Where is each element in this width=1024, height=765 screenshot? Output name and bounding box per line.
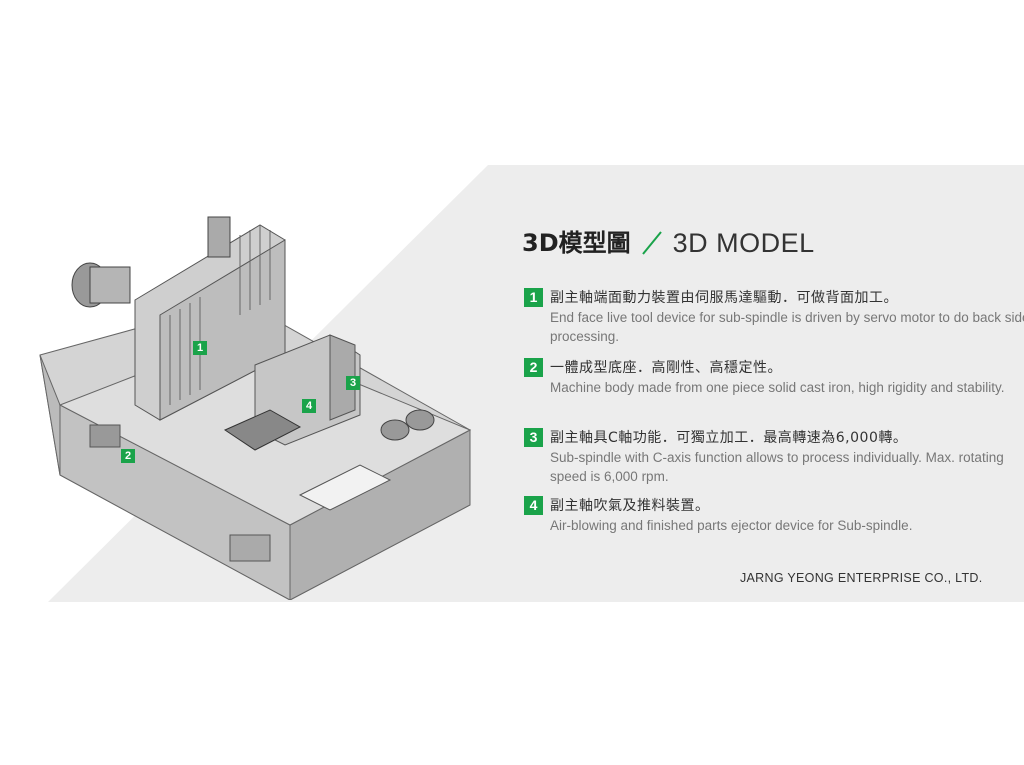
feature-zh: 副主軸吹氣及推料裝置。 xyxy=(550,498,710,514)
callout-1: 1 xyxy=(193,341,207,355)
callout-3: 3 xyxy=(346,376,360,390)
feature-en: Machine body made from one piece solid c… xyxy=(550,380,1005,395)
machine-3d-illustration xyxy=(39,216,472,600)
feature-number: 1 xyxy=(524,288,543,307)
slash-icon xyxy=(641,231,662,255)
callout-4: 4 xyxy=(302,399,316,413)
feature-item-1: 1 副主軸端面動力裝置由伺服馬達驅動．可做背面加工。 End face live… xyxy=(524,288,1024,346)
title-en: 3D MODEL xyxy=(672,228,815,258)
feature-zh: 副主軸端面動力裝置由伺服馬達驅動．可做背面加工。 xyxy=(550,290,898,306)
feature-number: 3 xyxy=(524,428,543,447)
callout-2: 2 xyxy=(121,449,135,463)
feature-item-2: 2 一體成型底座．高剛性、高穩定性。 Machine body made fro… xyxy=(524,358,1024,397)
feature-zh: 副主軸具C軸功能．可獨立加工．最高轉速為6,000轉。 xyxy=(550,430,908,446)
company-name: JARNG YEONG ENTERPRISE CO., LTD. xyxy=(740,571,983,585)
feature-en: Air-blowing and finished parts ejector d… xyxy=(550,518,913,533)
feature-item-4: 4 副主軸吹氣及推料裝置。 Air-blowing and finished p… xyxy=(524,496,1024,535)
feature-en: End face live tool device for sub-spindl… xyxy=(550,310,1024,344)
section-title: 3D模型圖 3D MODEL xyxy=(522,226,815,260)
feature-en: Sub-spindle with C-axis function allows … xyxy=(550,450,1004,484)
title-zh: 3D模型圖 xyxy=(522,229,631,257)
feature-number: 2 xyxy=(524,358,543,377)
feature-zh: 一體成型底座．高剛性、高穩定性。 xyxy=(550,360,782,376)
feature-number: 4 xyxy=(524,496,543,515)
feature-item-3: 3 副主軸具C軸功能．可獨立加工．最高轉速為6,000轉。 Sub-spindl… xyxy=(524,428,1024,486)
